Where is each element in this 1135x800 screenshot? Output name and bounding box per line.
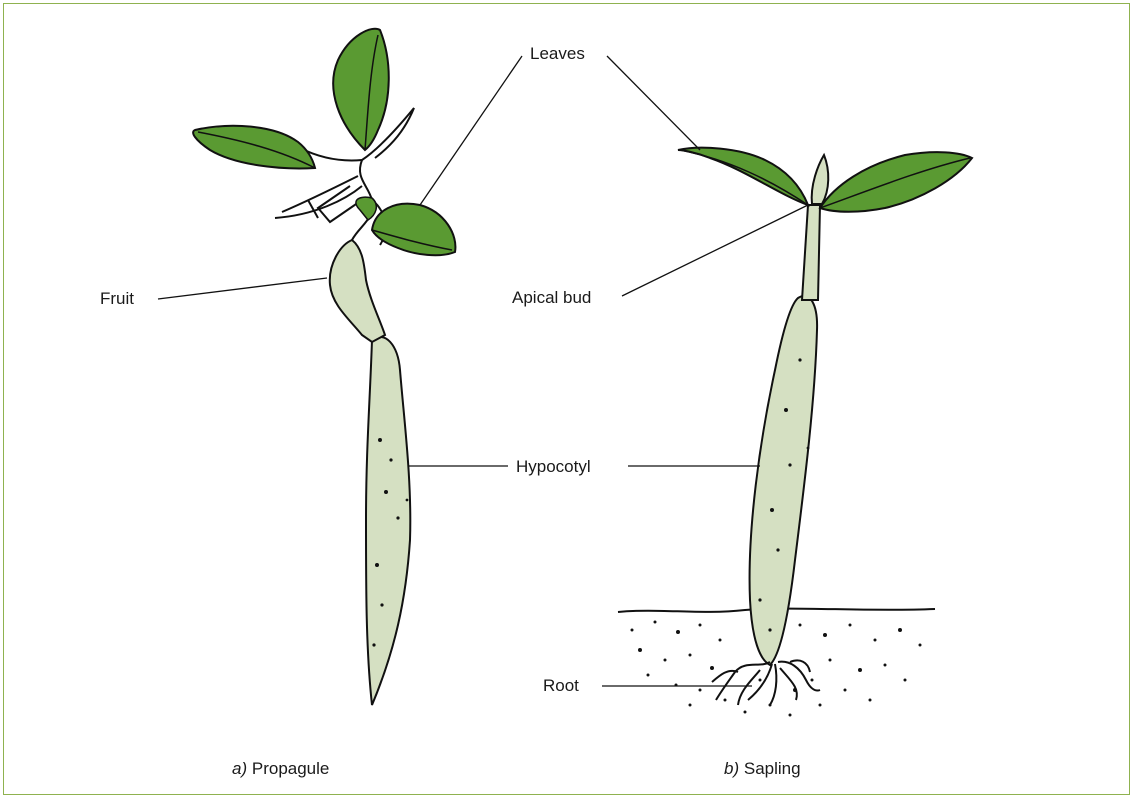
caption-propagule: a) Propagule [232,760,329,777]
label-hypocotyl: Hypocotyl [516,458,591,475]
sapling-roots [712,660,820,705]
leader-leaves-a [420,56,522,205]
caption-sapling: b) Sapling [724,760,801,777]
propagule-illustration [193,29,455,705]
sapling-upper-stem [802,205,820,300]
label-apical-bud: Apical bud [512,289,591,306]
sapling-apical-bud [812,155,829,204]
label-root: Root [543,677,579,694]
leader-apical-bud [622,205,808,296]
caption-sapling-text: Sapling [744,759,801,778]
label-fruit: Fruit [100,290,134,307]
propagule-fruit [330,240,385,342]
caption-propagule-text: Propagule [252,759,330,778]
propagule-leaf-left [193,126,315,169]
leader-leaves-b [607,56,700,150]
sapling-leaf-right [820,152,972,212]
propagule-leaf-top [333,29,389,150]
caption-propagule-letter: a) [232,759,247,778]
propagule-leaf-small [356,197,376,220]
leader-fruit [158,278,327,299]
caption-sapling-letter: b) [724,759,739,778]
label-leaves: Leaves [530,45,585,62]
sapling-illustration [618,148,972,717]
sapling-leaf-left [678,148,808,205]
propagule-hypocotyl [366,337,410,705]
